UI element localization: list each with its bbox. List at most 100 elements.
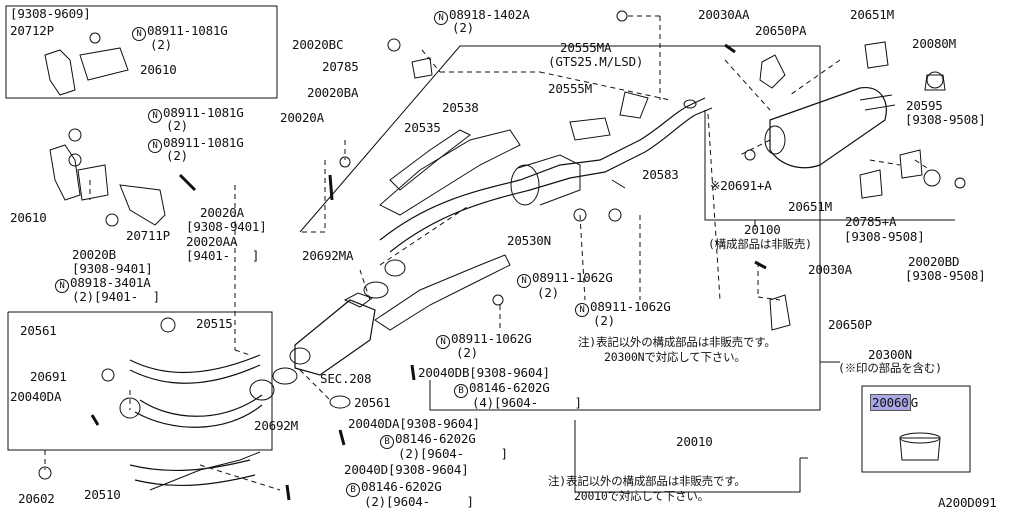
label-9308-9508-a: [9308-9508] (905, 112, 986, 127)
nut-20020bd (954, 177, 966, 189)
label-4-9604: (4)[9604- ] (472, 395, 582, 410)
gasket-20692ma (363, 281, 389, 299)
tailpipe-finisher-20080m (926, 71, 944, 89)
label-9308-9508-c: [9308-9508] (905, 268, 986, 283)
pipe-main-lower (389, 114, 696, 253)
label-20020bd: 20020BD (908, 254, 960, 269)
label-9308-9609: [9308-9609] (10, 6, 91, 21)
assembly-outline-20010 (574, 420, 801, 493)
label-2-e: (2) (537, 285, 559, 300)
bracket-20711p (119, 184, 166, 226)
label-20602: 20602 (18, 491, 55, 506)
front-tube-20515-a (129, 354, 261, 374)
label-9401-a: [9401- ] (186, 248, 260, 263)
label-20691: 20691 (30, 369, 67, 384)
label-20060g-highlight: 20060 (870, 394, 911, 411)
label-2-d: (2) (452, 20, 474, 35)
label-2-f: (2) (593, 313, 615, 328)
label-20610-a: 20610 (140, 62, 177, 77)
inset-box-bracket (5, 5, 278, 99)
label-20711p: 20711P (126, 228, 170, 243)
label-20651m-a: 20651M (850, 7, 894, 22)
label-20691a: ※20691+A (710, 178, 772, 193)
bracket-20610 (49, 144, 81, 201)
label-20040db: 20040DB[9308-9604] (418, 365, 550, 380)
heat-shield-20555m (569, 117, 611, 141)
label-20020bc: 20020BC (292, 37, 344, 52)
ring-20691a (744, 149, 756, 161)
label-20020b: 20020B (72, 247, 116, 262)
label-20010: 20010 (676, 434, 713, 449)
bolt-20030aa (724, 43, 736, 54)
label-20650p: 20650P (828, 317, 872, 332)
note-20010-line1: 注)表記以外の構成部品は非販売です。 (548, 474, 746, 488)
label-9308-9508-b: [9308-9508] (844, 229, 925, 244)
label-20530n: 20530N (507, 233, 551, 248)
label-20535: 20535 (404, 120, 441, 135)
bracket-20595 (899, 149, 923, 179)
bracket-20712p (44, 49, 76, 96)
label-sec208: SEC.208 (320, 371, 372, 386)
plug-20060g (899, 437, 941, 461)
label-20712p: 20712P (10, 23, 54, 38)
label-2-a: (2) (150, 37, 172, 52)
label-20650pa: 20650PA (755, 23, 807, 38)
label-20030a: 20030A (808, 262, 852, 277)
label-20020a-a: 20020A (280, 110, 324, 125)
label-20583: 20583 (642, 167, 679, 182)
note-20300n-line2: 20300Nで対応して下さい。 (604, 350, 746, 364)
insulator-20651m-b (859, 169, 883, 199)
diagram-code: A200D091 (938, 495, 997, 510)
center-muffler-end (510, 164, 540, 206)
clamp-20583 (611, 179, 626, 189)
label-20610-b: 20610 (10, 210, 47, 225)
label-20561-b: 20561 (354, 395, 391, 410)
label-9308-9401-a: [9308-9401] (72, 261, 153, 276)
insulator-20651m-a (864, 41, 889, 69)
note-20010-line2: 20010で対応して下さい。 (574, 489, 709, 503)
heat-shield-20530n (374, 254, 511, 331)
label-20020ba: 20020BA (307, 85, 359, 100)
label-20515: 20515 (196, 316, 233, 331)
label-20300n-note: (※印の部品を含む) (838, 361, 942, 375)
nut-20602 (38, 466, 52, 480)
ring-20561-b (329, 395, 351, 409)
heat-shield-20555ma (619, 91, 649, 119)
label-20555m: 20555M (548, 81, 592, 96)
pipe-20510 (129, 459, 251, 472)
label-20100: 20100 (744, 222, 781, 237)
label-20020a-b: 20020A (200, 205, 244, 220)
heat-shield-20535 (379, 129, 521, 216)
assembly-outline-20300n (299, 45, 821, 411)
flange-front (119, 397, 141, 419)
label-20538: 20538 (442, 100, 479, 115)
inset-box-20060g (861, 385, 971, 473)
note-20300n-line1: 注)表記以外の構成部品は非販売です。 (578, 335, 776, 349)
label-20040da: 20040DA (10, 389, 62, 404)
nut-20020bc (387, 38, 401, 52)
label-20080m: 20080M (912, 36, 956, 51)
bolt-20040da (90, 414, 100, 426)
label-20595: 20595 (906, 98, 943, 113)
label-2-g: (2) (456, 345, 478, 360)
label-20020aa: 20020AA (186, 234, 238, 249)
label-20555ma: 20555MA (560, 40, 612, 55)
insulator-20785a (923, 169, 941, 187)
label-20300n: 20300N (868, 347, 912, 362)
insulator-20785 (411, 57, 433, 79)
label-2-9401: (2)[9401- ] (72, 289, 160, 304)
label-20785: 20785 (322, 59, 359, 74)
label-2-9604-b: (2)[9604- ] (364, 494, 474, 509)
label-20692m: 20692M (254, 418, 298, 433)
